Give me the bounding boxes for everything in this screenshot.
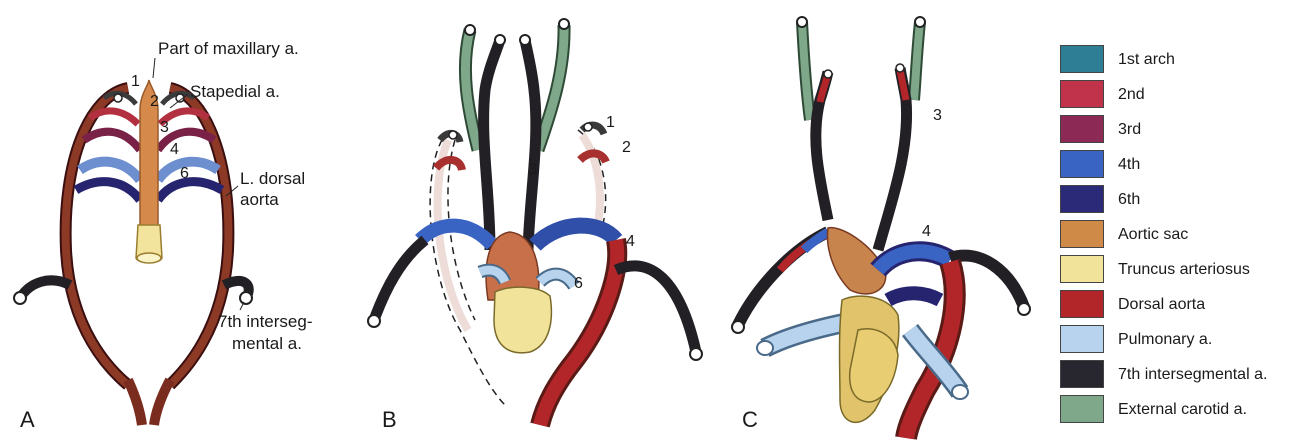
legend-label: Truncus arteriosus bbox=[1118, 261, 1250, 279]
legend-label: 6th bbox=[1118, 191, 1140, 209]
arch-number-3: 3 bbox=[528, 162, 537, 178]
vessel-end bbox=[559, 19, 569, 29]
vessel-end bbox=[896, 64, 904, 72]
legend-swatch bbox=[1060, 115, 1104, 143]
leader-line bbox=[153, 58, 155, 78]
legend-swatch bbox=[1060, 220, 1104, 248]
legend-label: Dorsal aorta bbox=[1118, 296, 1205, 314]
label-dorsal-aorta-2: aorta bbox=[240, 191, 279, 208]
legend-label: 7th intersegmental a. bbox=[1118, 366, 1267, 384]
legend-item: Aortic sac bbox=[1060, 220, 1290, 250]
vessel-end bbox=[520, 35, 530, 45]
internal-carotid-left bbox=[484, 40, 500, 250]
label-maxillary: Part of maxillary a. bbox=[158, 40, 299, 57]
truncus-opening bbox=[137, 253, 161, 263]
legend-swatch bbox=[1060, 360, 1104, 388]
label-intersegmental-2: mental a. bbox=[232, 335, 302, 352]
vessel-end bbox=[797, 17, 807, 27]
ductus-dark bbox=[888, 293, 940, 300]
legend-swatch bbox=[1060, 325, 1104, 353]
vessel-end bbox=[14, 292, 26, 304]
panel-letter-c: C bbox=[742, 409, 758, 431]
seventh-intersegmental-left bbox=[374, 240, 425, 320]
legend-label: 4th bbox=[1118, 156, 1140, 174]
legend-swatch bbox=[1060, 150, 1104, 178]
vessel-end bbox=[824, 70, 832, 78]
legend-item: 4th bbox=[1060, 150, 1290, 180]
panel-letter-b: B bbox=[382, 409, 397, 431]
legend-swatch bbox=[1060, 80, 1104, 108]
legend-item: Dorsal aorta bbox=[1060, 290, 1290, 320]
panel-a-illustration bbox=[0, 0, 360, 441]
arch-number-4: 4 bbox=[922, 224, 931, 240]
regressed-vessel-fill bbox=[582, 135, 600, 232]
legend-item: Pulmonary a. bbox=[1060, 325, 1290, 355]
arch-number-1: 1 bbox=[606, 115, 615, 131]
legend-item: 2nd bbox=[1060, 80, 1290, 110]
panel-c-illustration bbox=[710, 0, 1050, 441]
vessel-end bbox=[114, 94, 122, 102]
internal-carotid-right bbox=[525, 40, 536, 250]
vessel-end bbox=[915, 17, 925, 27]
vessel-end bbox=[584, 123, 592, 131]
vessel-end bbox=[757, 341, 773, 355]
arch-4-left bbox=[420, 226, 492, 245]
arch-number-3: 3 bbox=[933, 108, 942, 124]
label-intersegmental-1: 7th interseg- bbox=[218, 313, 313, 330]
legend-label: 1st arch bbox=[1118, 51, 1175, 69]
legend-swatch bbox=[1060, 255, 1104, 283]
arch-number-2: 2 bbox=[622, 140, 631, 156]
panel-b-illustration bbox=[360, 0, 710, 441]
arch-number-6: 6 bbox=[180, 166, 189, 182]
arch-number-1: 1 bbox=[131, 74, 140, 90]
panel-letter-a: A bbox=[20, 409, 35, 431]
right-subclavian-blue bbox=[804, 232, 828, 250]
vessel-end bbox=[1018, 303, 1030, 315]
arch-number-4: 4 bbox=[170, 142, 179, 158]
vessel-end bbox=[952, 385, 968, 399]
arch-number-6: 6 bbox=[574, 276, 583, 292]
arch-number-2: 2 bbox=[150, 94, 159, 110]
label-stapedial: Stapedial a. bbox=[190, 83, 280, 100]
vessel-end bbox=[449, 131, 457, 139]
legend-swatch bbox=[1060, 185, 1104, 213]
descending-aorta bbox=[128, 380, 170, 425]
legend-label: Pulmonary a. bbox=[1118, 331, 1212, 349]
label-dorsal-aorta-1: L. dorsal bbox=[240, 170, 305, 187]
vessel-end bbox=[732, 321, 744, 333]
vessel-end bbox=[690, 348, 702, 360]
arch-4-right bbox=[535, 226, 616, 245]
legend-item: Truncus arteriosus bbox=[1060, 255, 1290, 285]
vessel-end bbox=[465, 25, 475, 35]
arch-number-3: 3 bbox=[160, 120, 169, 136]
legend-swatch bbox=[1060, 45, 1104, 73]
vessel-end bbox=[495, 35, 505, 45]
vessel-end bbox=[368, 315, 380, 327]
legend-item: 3rd bbox=[1060, 115, 1290, 145]
legend-swatch bbox=[1060, 395, 1104, 423]
legend-label: External carotid a. bbox=[1118, 401, 1247, 419]
vessel-end bbox=[240, 292, 252, 304]
legend-label: 2nd bbox=[1118, 86, 1145, 104]
legend-swatch bbox=[1060, 290, 1104, 318]
arch-number-4: 4 bbox=[626, 234, 635, 250]
seventh-intersegmental-left bbox=[20, 280, 70, 298]
legend-label: 3rd bbox=[1118, 121, 1141, 139]
seventh-intersegmental-right bbox=[616, 266, 696, 352]
truncus-arteriosus-front bbox=[850, 329, 898, 402]
legend-item: 7th intersegmental a. bbox=[1060, 360, 1290, 390]
truncus-arteriosus bbox=[494, 287, 551, 353]
legend-item: External carotid a. bbox=[1060, 395, 1290, 425]
legend-label: Aortic sac bbox=[1118, 226, 1188, 244]
legend-item: 6th bbox=[1060, 185, 1290, 215]
legend-item: 1st arch bbox=[1060, 45, 1290, 75]
dorsal-aorta-fill bbox=[540, 240, 617, 425]
